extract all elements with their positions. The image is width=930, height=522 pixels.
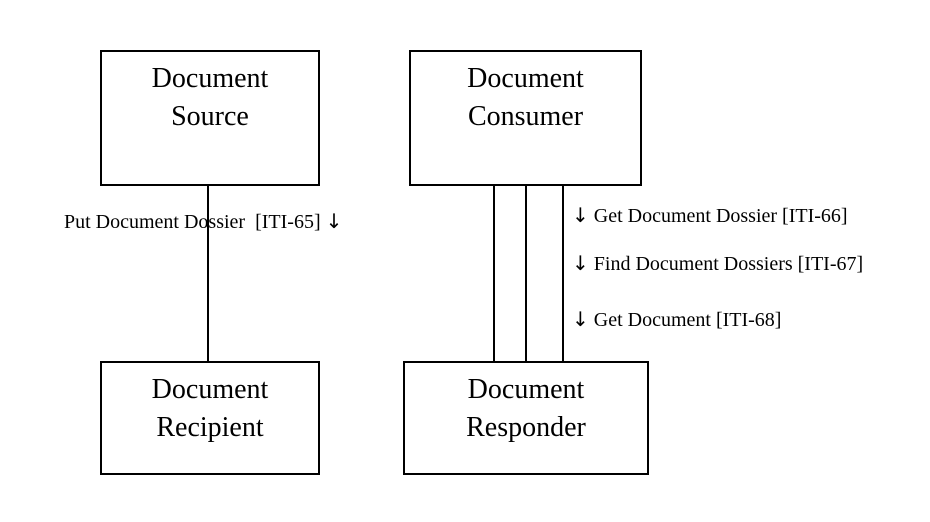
- actor-document-source-line2: Source: [171, 101, 249, 132]
- transaction-put-document-dossier-code: [ITI-65]: [255, 211, 321, 233]
- transaction-find-document-dossiers-label: Find Document Dossiers [ITI-67]: [593, 253, 864, 275]
- transaction-get-document-dossier: ↓ Get Document Dossier [ITI-66]: [572, 203, 848, 228]
- transaction-put-document-dossier-label: Put Document Dossier: [64, 211, 246, 233]
- actor-document-consumer-line2: Consumer: [467, 101, 584, 132]
- down-arrow-icon: ↓: [572, 251, 589, 275]
- actor-document-responder: Document Responder: [403, 361, 649, 475]
- connector-source-recipient: [207, 185, 209, 362]
- actor-document-consumer: Document Consumer: [409, 50, 642, 186]
- actor-document-recipient: Document Recipient: [100, 361, 320, 475]
- actor-document-consumer-label: Document Consumer: [411, 60, 640, 136]
- transaction-find-document-dossiers: ↓ Find Document Dossiers [ITI-67]: [572, 251, 863, 276]
- connector-iti-68: [562, 185, 564, 362]
- actor-document-recipient-line2: Recipient: [156, 412, 264, 443]
- actor-document-responder-line2: Responder: [466, 412, 586, 443]
- transaction-get-document-label: Get Document [ITI-68]: [593, 309, 782, 331]
- actor-document-recipient-line1: Document: [151, 374, 269, 405]
- down-arrow-icon: ↓: [572, 203, 589, 227]
- transaction-put-document-dossier: Put Document Dossier [ITI-65] ↓: [64, 209, 342, 234]
- actor-document-consumer-line1: Document: [467, 63, 584, 94]
- transaction-get-document: ↓ Get Document [ITI-68]: [572, 307, 781, 332]
- actor-document-source: Document Source: [100, 50, 320, 186]
- actor-document-source-line1: Document: [151, 63, 269, 94]
- actor-document-responder-label: Document Responder: [405, 371, 647, 447]
- actor-document-responder-line1: Document: [467, 374, 585, 405]
- actor-document-source-label: Document Source: [102, 60, 318, 136]
- connector-iti-66: [493, 185, 495, 362]
- down-arrow-icon: ↓: [572, 307, 589, 331]
- down-arrow-icon: ↓: [325, 209, 343, 233]
- connector-iti-67: [525, 185, 527, 362]
- transaction-get-document-dossier-label: Get Document Dossier [ITI-66]: [593, 205, 848, 227]
- actor-document-recipient-label: Document Recipient: [102, 371, 318, 447]
